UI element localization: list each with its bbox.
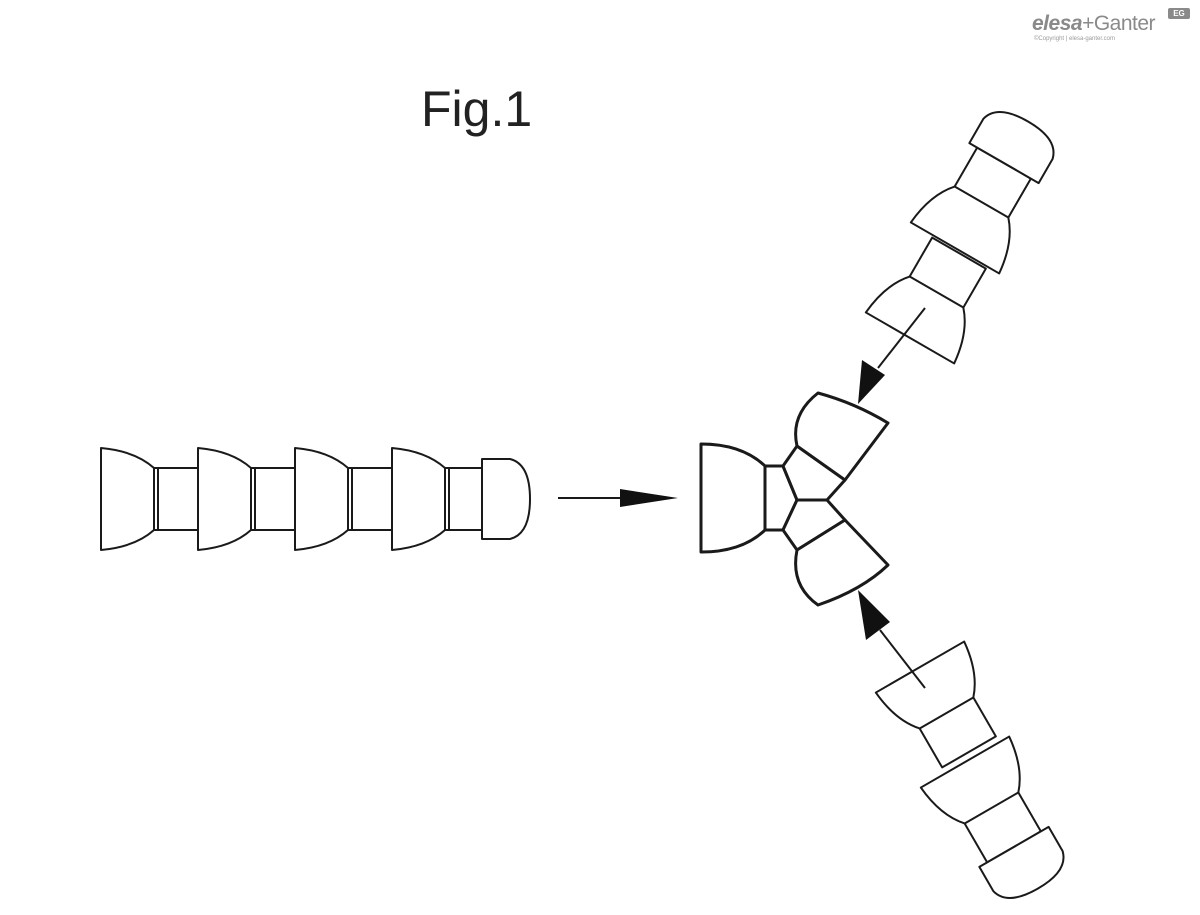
hose-segment: [919, 735, 1065, 899]
arrow-down-left: [858, 307, 926, 404]
hose-segment: [874, 640, 997, 769]
logo-plus: +: [1082, 12, 1094, 35]
hose-segment: [391, 447, 531, 551]
arrow-right: [558, 489, 678, 507]
upper-right-segments: [864, 111, 1055, 365]
hose-segment: [294, 447, 394, 551]
straight-hose-chain: [100, 447, 531, 551]
brand-logo: elesa+Ganter EG ©Copyright | elesa-gante…: [1032, 8, 1192, 48]
logo-badge: EG: [1168, 8, 1190, 19]
hose-segment: [100, 447, 200, 551]
figure-title: Fig.1: [421, 81, 533, 137]
arrow-up-left: [858, 590, 926, 689]
hose-segment: [909, 111, 1055, 275]
logo-ganter: Ganter: [1093, 12, 1156, 35]
logo-wordmark: elesa+Ganter: [1032, 12, 1156, 36]
logo-copyright: ©Copyright | elesa-ganter.com: [1034, 36, 1116, 42]
lower-right-segments: [874, 640, 1065, 899]
logo-elesa: elesa: [1032, 12, 1083, 35]
hose-segment: [197, 447, 297, 551]
y-connector: [699, 391, 890, 607]
